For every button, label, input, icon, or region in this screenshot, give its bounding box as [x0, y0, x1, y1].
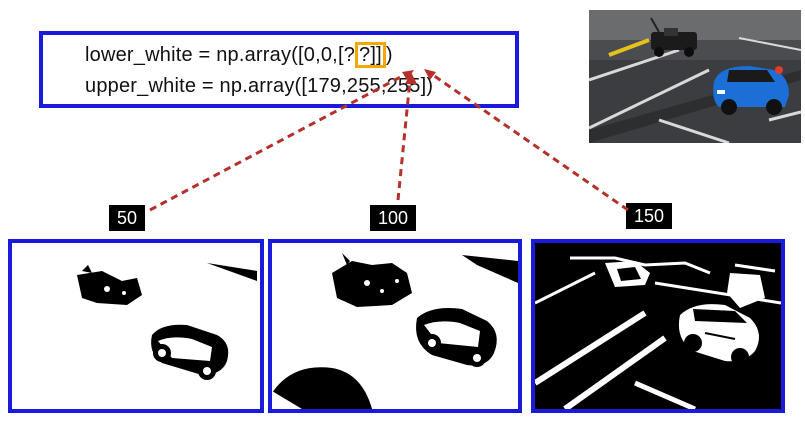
track-photo	[589, 10, 801, 143]
mask-panel-150	[531, 239, 785, 413]
code-line-lower-white: lower_white = np.array([0,0,[??]])	[85, 42, 393, 68]
code-lower-prefix: lower_white = np.array([0,0,[?	[85, 44, 356, 66]
threshold-label-50: 50	[109, 205, 146, 231]
mask-panel-100	[268, 239, 522, 413]
code-box: lower_white = np.array([0,0,[??]]) upper…	[39, 31, 519, 108]
threshold-label-150: 150	[626, 203, 673, 229]
code-line-upper-white: upper_white = np.array([179,255,255])	[85, 75, 434, 97]
code-lower-suffix: )	[385, 44, 393, 66]
threshold-label-100: 100	[370, 205, 417, 231]
mask-panel-50	[8, 239, 264, 413]
threshold-placeholder-highlight: ?]]	[355, 42, 386, 68]
